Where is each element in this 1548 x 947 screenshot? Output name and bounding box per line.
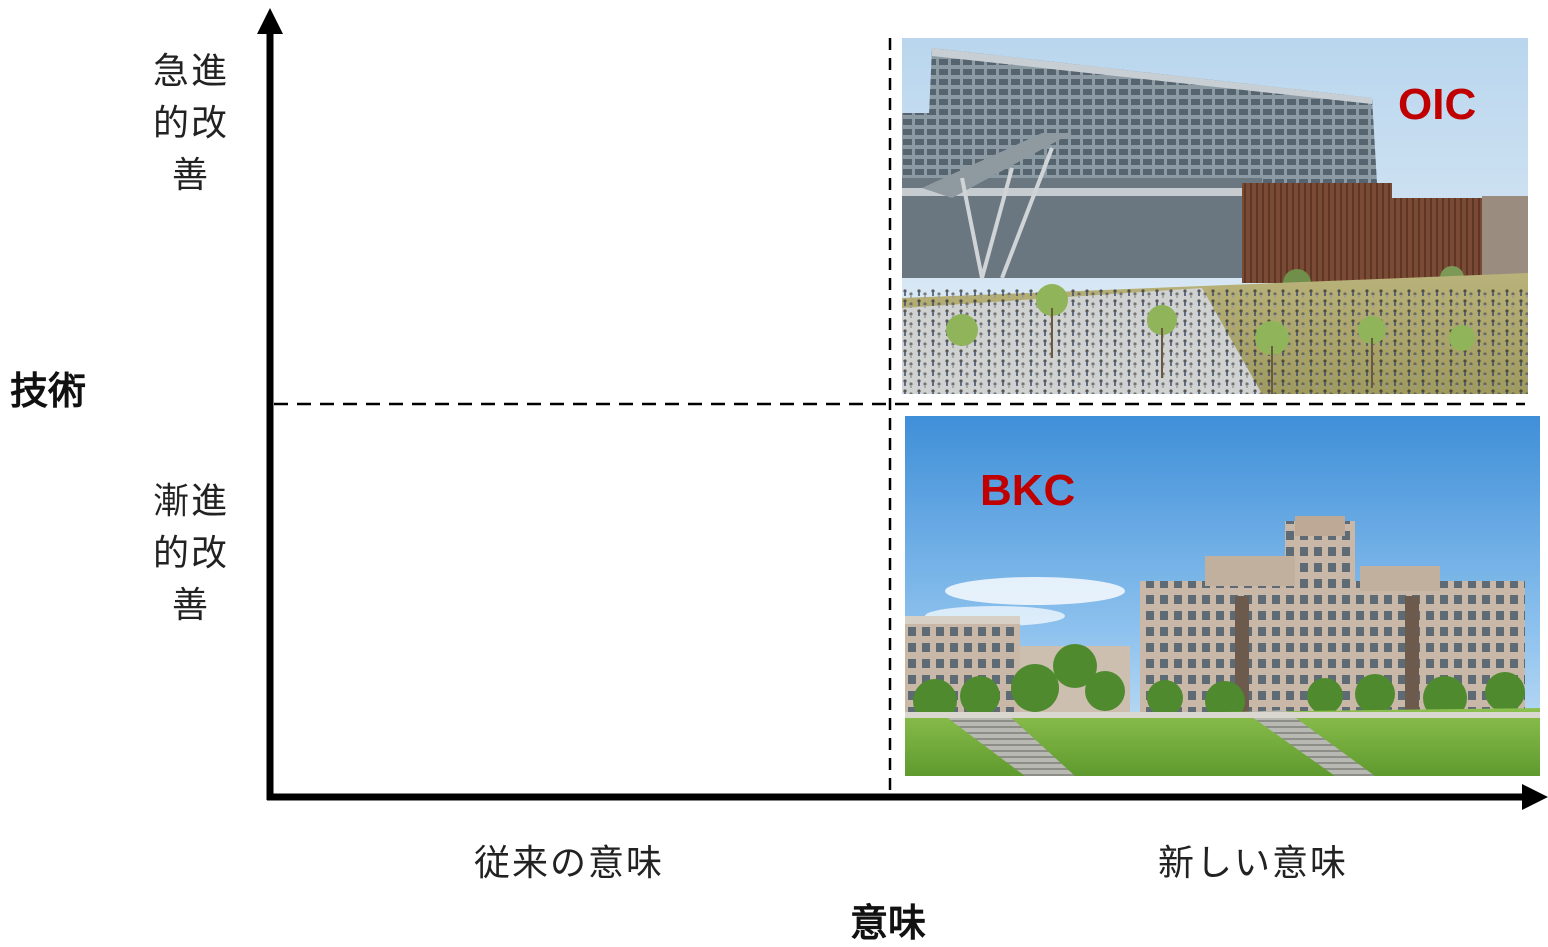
y-level-incremental-line1: 漸進 xyxy=(152,481,229,522)
y-level-radical-line1: 急進 xyxy=(152,51,229,92)
oic-label: OIC xyxy=(1398,80,1477,129)
y-level-incremental-line2: 的改 xyxy=(152,533,229,574)
x-level-new: 新しい意味 xyxy=(1158,843,1349,884)
x-axis-arrowhead xyxy=(1522,784,1548,810)
y-level-incremental-line3: 善 xyxy=(171,585,210,626)
y-level-radical: 急進 的改 善 xyxy=(136,46,246,202)
y-axis-arrowhead xyxy=(257,8,283,34)
bkc-campus-photo xyxy=(905,416,1540,776)
y-axis-title: 技術 xyxy=(10,369,87,413)
y-level-incremental: 漸進 的改 善 xyxy=(136,476,246,632)
y-level-radical-line2: 的改 xyxy=(152,103,229,144)
y-level-radical-line3: 善 xyxy=(171,155,210,196)
x-level-conventional: 従来の意味 xyxy=(474,843,665,884)
oic-campus-photo xyxy=(902,38,1528,394)
x-axis-title: 意味 xyxy=(850,901,927,945)
bkc-label: BKC xyxy=(980,466,1076,515)
